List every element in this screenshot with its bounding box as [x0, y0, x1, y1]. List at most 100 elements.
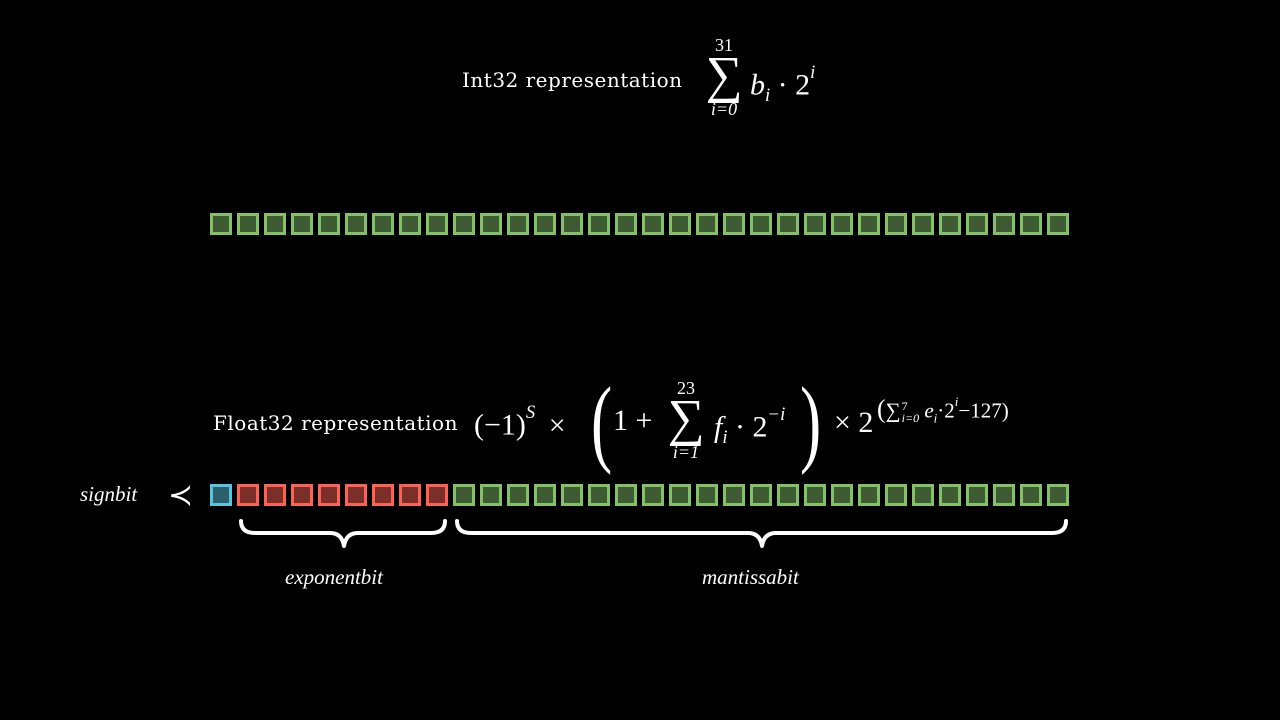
- int32-sum: 31 ∑ i=0: [700, 36, 748, 118]
- float32-term-var: f: [714, 410, 723, 444]
- float32-sign-base: (−1): [474, 408, 526, 442]
- int32-bit: [264, 213, 286, 235]
- int32-bit: [318, 213, 340, 235]
- int32-bit: [939, 213, 961, 235]
- int32-bit: [561, 213, 583, 235]
- int32-bit: [588, 213, 610, 235]
- int32-sum-upper: 31: [715, 35, 733, 55]
- mantissa-bit: [642, 484, 664, 506]
- mantissa-bit: [1047, 484, 1069, 506]
- float32-base: 2: [752, 410, 768, 444]
- int32-bit: [210, 213, 232, 235]
- float32-exp2-upper: 7: [901, 398, 908, 413]
- exponent-bit: [372, 484, 394, 506]
- int32-sum-lower: i=0: [710, 99, 738, 119]
- float32-sign-exp: S: [525, 402, 536, 423]
- float32-exp2-rest-exp: i: [954, 394, 959, 409]
- int32-dot: ·: [777, 68, 788, 102]
- mantissa-bit: [615, 484, 637, 506]
- float32-base-2: 2: [858, 406, 874, 439]
- mantissa-bit: [534, 484, 556, 506]
- int32-bit: [534, 213, 556, 235]
- int32-term: bi · 2i: [750, 62, 815, 107]
- mantissa-brace: [455, 519, 1068, 548]
- mantissa-bit: [507, 484, 529, 506]
- float32-sign-term: (−1)S ×: [474, 402, 566, 443]
- int32-title: Int32 representation: [462, 68, 683, 92]
- int32-bit: [345, 213, 367, 235]
- int32-bit: [291, 213, 313, 235]
- int32-bit: [642, 213, 664, 235]
- int32-bit: [858, 213, 880, 235]
- mantissa-bit: [453, 484, 475, 506]
- mantissa-bit: [561, 484, 583, 506]
- mantissa-bit: [804, 484, 826, 506]
- float32-exp2-term-sub: i: [933, 410, 938, 426]
- mantissa-bit: [1020, 484, 1042, 506]
- float32-mantissa-term: fi · 2−i: [714, 404, 785, 449]
- int32-exp: i: [810, 62, 816, 83]
- int32-bit: [372, 213, 394, 235]
- int32-bit: [669, 213, 691, 235]
- float32-times-2: ×: [834, 406, 851, 439]
- mantissa-bit: [696, 484, 718, 506]
- exponent-brace: [239, 519, 447, 548]
- exponent-bit: [291, 484, 313, 506]
- int32-bit: [777, 213, 799, 235]
- int32-bit: [237, 213, 259, 235]
- float32-exp2-rest: ·2: [937, 398, 955, 423]
- float32-sum-upper: 23: [677, 378, 695, 398]
- int32-bit: [696, 213, 718, 235]
- mantissa-bit: [831, 484, 853, 506]
- float32-exp2-term: e: [924, 398, 934, 423]
- float32-times-1: ×: [548, 408, 566, 442]
- int32-bit: [426, 213, 448, 235]
- mantissa-bit: [723, 484, 745, 506]
- mantissa-bit: [777, 484, 799, 506]
- float32-left-paren: (: [591, 368, 613, 476]
- int32-bit: [750, 213, 772, 235]
- int32-bit: [912, 213, 934, 235]
- mantissabit-label: mantissabit: [702, 565, 799, 589]
- int32-bit: [615, 213, 637, 235]
- float32-exp2-open: (: [877, 394, 886, 424]
- int32-bit: [1047, 213, 1069, 235]
- signbit-label: signbit: [80, 482, 138, 506]
- int32-bit: [831, 213, 853, 235]
- float32-exp2-lower: i=0: [901, 410, 920, 425]
- float32-exp2-tail: −127): [958, 398, 1009, 423]
- float32-one-plus: 1 +: [613, 404, 653, 437]
- float32-right-paren: ): [800, 368, 822, 476]
- float32-exponent-term: × 2: [834, 406, 873, 440]
- int32-bit: [966, 213, 988, 235]
- float32-exp2-sigma: ∑: [885, 398, 901, 423]
- exponent-bit: [399, 484, 421, 506]
- int32-base: 2: [795, 68, 811, 102]
- mantissa-bit: [993, 484, 1015, 506]
- exponent-bit: [426, 484, 448, 506]
- int32-bit: [453, 213, 475, 235]
- float32-dot: ·: [735, 410, 746, 444]
- mantissa-bit: [858, 484, 880, 506]
- mantissa-bit: [588, 484, 610, 506]
- int32-bit: [399, 213, 421, 235]
- int32-bit: [480, 213, 502, 235]
- signbit-arrow: ≺: [168, 479, 194, 512]
- int32-bit: [507, 213, 529, 235]
- mantissa-bit: [480, 484, 502, 506]
- int32-bit: [1020, 213, 1042, 235]
- float32-term-sub: i: [722, 427, 728, 449]
- float32-exp: −i: [767, 404, 786, 425]
- mantissa-bit: [669, 484, 691, 506]
- int32-bit: [993, 213, 1015, 235]
- exponent-bit: [318, 484, 340, 506]
- exponent-bit: [345, 484, 367, 506]
- exponentbit-label: exponentbit: [285, 565, 383, 589]
- mantissa-bit: [912, 484, 934, 506]
- int32-term-sub: i: [765, 85, 771, 107]
- mantissa-bit: [885, 484, 907, 506]
